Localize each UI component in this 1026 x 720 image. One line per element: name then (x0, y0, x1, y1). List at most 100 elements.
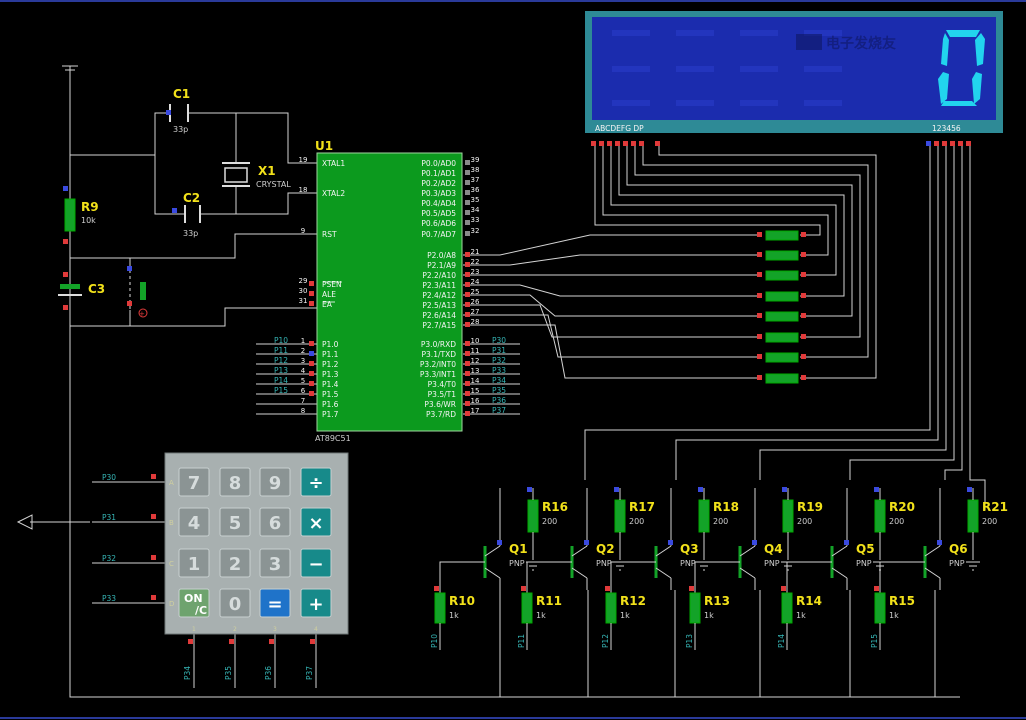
base-net: P15 (870, 634, 879, 648)
key-4[interactable]: 4 (178, 507, 210, 537)
segment-resistor[interactable] (757, 291, 806, 302)
key-2[interactable]: 2 (219, 548, 251, 578)
key-op-3[interactable]: ÷ (300, 467, 332, 497)
svg-text:+: + (139, 310, 145, 318)
key-0[interactable]: 0 (219, 588, 251, 618)
mcu-pin-name: P1.7 (322, 410, 339, 419)
segment-resistor[interactable] (757, 270, 806, 281)
key-6[interactable]: 6 (259, 507, 291, 537)
segment-resistor-bank[interactable] (757, 230, 806, 384)
segment-resistor[interactable] (757, 250, 806, 261)
segment-resistor[interactable] (757, 332, 806, 343)
mcu-at89c51[interactable]: U1 AT89C51 XTAL119XTAL218RST9PSEN29ALE30… (274, 139, 506, 443)
key-1[interactable]: 1 (178, 548, 210, 578)
key-9[interactable]: 9 (259, 467, 291, 497)
segment-resistor[interactable] (757, 352, 806, 363)
key-8[interactable]: 8 (219, 467, 251, 497)
rb-value: 1k (536, 611, 546, 620)
row-letter: D (169, 600, 174, 608)
resistor-r9[interactable]: R9 10k (63, 186, 99, 244)
crystal-x1[interactable]: X1 CRYSTAL (222, 162, 291, 189)
key-label: 5 (229, 513, 242, 534)
mcu-pin-net: P34 (492, 376, 506, 385)
key-5[interactable]: 5 (219, 507, 251, 537)
segment-resistor[interactable] (757, 311, 806, 322)
key-op-3[interactable]: + (300, 588, 332, 618)
mcu-pin-net: P15 (274, 386, 288, 395)
pin-marker (465, 160, 470, 165)
seven-segment-display[interactable]: ABCDEFG DP 123456 电子发烧友 (585, 11, 1003, 133)
key-eq-2[interactable]: = (259, 588, 291, 618)
row-letter: C (169, 560, 174, 568)
capacitor-c1[interactable]: C1 33p (166, 87, 190, 134)
key-op-3[interactable]: × (300, 507, 332, 537)
capacitor-c2[interactable]: C2 33p (172, 191, 201, 238)
pin-marker (465, 381, 470, 386)
key-op-3[interactable]: − (300, 548, 332, 578)
mcu-pin-number: 4 (301, 367, 306, 375)
key-on-0[interactable]: ON/C (178, 588, 210, 618)
resistor-body (765, 373, 799, 384)
mcu-pin-name: P2.6/A14 (422, 311, 456, 320)
key-7[interactable]: 7 (178, 467, 210, 497)
segment-resistor[interactable] (757, 373, 806, 384)
digit-driver-stage[interactable]: R16200Q1PNPR101kP10R17200Q2PNPR111kP11R1… (430, 487, 1008, 650)
key-face (300, 548, 332, 578)
mcu-pin-p17[interactable]: P1.78 (301, 407, 339, 419)
mcu-pin-number: 30 (299, 287, 308, 295)
key-3[interactable]: 3 (259, 548, 291, 578)
capacitor-c3[interactable]: C3 (58, 272, 105, 310)
pin-marker (188, 639, 193, 644)
resistor-r17 (614, 499, 626, 533)
mcu-pin-p16[interactable]: P1.67 (301, 397, 339, 409)
mcu-pin-name: P0.5/AD5 (421, 209, 456, 218)
segment-resistor[interactable] (757, 230, 806, 241)
q-ref: Q1 (509, 542, 528, 556)
reset-pushbutton[interactable]: + (127, 266, 148, 318)
